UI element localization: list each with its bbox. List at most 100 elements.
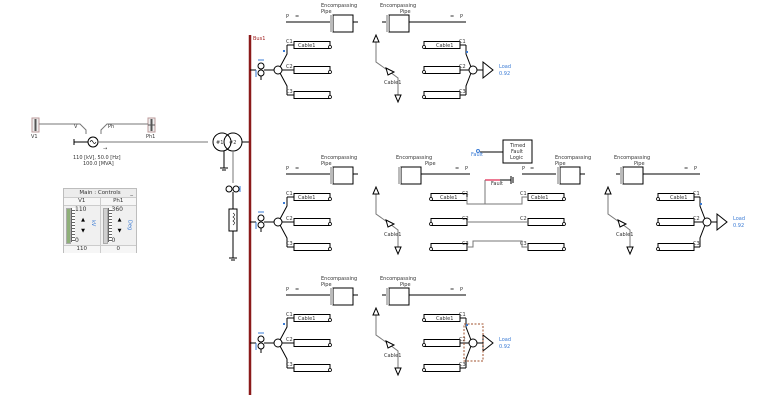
encompassing-pipe[interactable] xyxy=(556,166,581,185)
conductor-label: C2 xyxy=(693,216,700,222)
feeder-row-2: C1C2C3Cable1P=EncompassingPipeCable1Enco… xyxy=(250,155,745,256)
input-v-label: V xyxy=(74,124,78,130)
meter-icon xyxy=(257,214,265,222)
source-mva: 100.0 [MVA] xyxy=(83,161,114,167)
meter-icon xyxy=(257,221,265,229)
conductor-label: C3 xyxy=(693,241,700,247)
slider-ph1-label: Ph1 xyxy=(146,134,155,140)
fault-signal-label: Fault xyxy=(471,152,483,158)
conductor-label: C3 xyxy=(286,362,293,368)
source-section: V1 Ph1 V Ph → 110 [kV], 50.0 [Hz] 100.0 … xyxy=(31,117,208,167)
pipe-label: Pipe xyxy=(425,161,436,167)
p-label: P xyxy=(460,14,463,20)
slider-ticks xyxy=(71,208,75,242)
slider-min: 0 xyxy=(111,237,116,244)
cable-conductor[interactable] xyxy=(293,66,332,74)
cable-conductor[interactable] xyxy=(656,243,695,251)
cable-label: Cable1 xyxy=(670,195,687,201)
conductor-label: C2 xyxy=(286,216,293,222)
encompassing-pipe[interactable] xyxy=(385,14,410,33)
encompassing-pipe[interactable] xyxy=(329,287,354,306)
p-label: P xyxy=(460,287,463,293)
encompassing-pipe[interactable] xyxy=(619,166,644,185)
conductor-label: C3 xyxy=(286,241,293,247)
input-ph-label: Ph xyxy=(108,124,114,130)
cable-conductor[interactable] xyxy=(293,91,332,99)
slider-max: 110 xyxy=(75,206,87,213)
conductor-label: C3 xyxy=(462,241,469,247)
encompassing-pipe[interactable] xyxy=(329,166,354,185)
pipe-label: Pipe xyxy=(321,9,332,15)
pipe-label: Pipe xyxy=(321,282,332,288)
conductor-label: C3 xyxy=(459,89,466,95)
decrement-button[interactable]: ▼ xyxy=(81,228,85,234)
p-label: P xyxy=(286,287,289,293)
slider-value[interactable]: 110 xyxy=(64,245,100,253)
load-icon[interactable] xyxy=(482,60,494,80)
slider-ticks xyxy=(107,208,112,242)
encompassing-label: Encompassing xyxy=(380,3,416,9)
eq-label: = xyxy=(450,287,454,293)
cable-symbol-label: Cable1 xyxy=(384,353,401,359)
load-label: Load xyxy=(733,216,745,222)
splitter-icon xyxy=(702,217,712,227)
cable-end-icon xyxy=(604,185,612,195)
feeder-row-1: C1C2C3Cable1P=EncompassingPipeCable1P=En… xyxy=(250,3,511,104)
cable-conductor[interactable] xyxy=(422,364,461,372)
slider-ph1[interactable] xyxy=(147,117,156,133)
eq-label: = xyxy=(455,166,459,172)
slider-value[interactable]: 0 xyxy=(100,245,136,253)
slider-v1[interactable] xyxy=(31,117,40,133)
load-value: 0.92 xyxy=(499,344,510,350)
cable-conductor[interactable] xyxy=(293,364,332,372)
meter-icon xyxy=(257,342,265,350)
load-icon[interactable] xyxy=(482,333,494,353)
cable-conductor[interactable] xyxy=(422,66,461,74)
p-label: P xyxy=(286,166,289,172)
decrement-button[interactable]: ▼ xyxy=(117,228,122,234)
encompassing-pipe[interactable] xyxy=(397,166,422,185)
cable-conductor[interactable] xyxy=(656,218,695,226)
encompassing-label: Encompassing xyxy=(555,155,591,161)
conductor-label: C1 xyxy=(520,191,527,197)
encompassing-label: Encompassing xyxy=(396,155,432,161)
cable-conductor[interactable] xyxy=(527,218,566,226)
splitter-icon xyxy=(468,338,478,348)
increment-button[interactable]: ▲ xyxy=(81,217,85,223)
conductor-label: C3 xyxy=(520,241,527,247)
encompassing-pipe[interactable] xyxy=(329,14,354,33)
encompassing-label: Encompassing xyxy=(380,276,416,282)
cable-label: Cable1 xyxy=(298,316,315,322)
cable-conductor[interactable] xyxy=(422,91,461,99)
cable-conductor[interactable] xyxy=(293,243,332,251)
slider-track[interactable] xyxy=(102,208,108,244)
minimize-button[interactable]: _ xyxy=(130,190,133,196)
cable-conductor[interactable] xyxy=(527,243,566,251)
encompassing-pipe[interactable] xyxy=(385,287,410,306)
encompassing-label: Encompassing xyxy=(321,155,357,161)
cable-label: Cable1 xyxy=(298,43,315,49)
conductor-label: C1 xyxy=(286,39,293,45)
conductor-label: C1 xyxy=(286,312,293,318)
cable-conductor[interactable] xyxy=(293,339,332,347)
slider-control-v1: V1 110 ▲ ▼ kV 0 110 xyxy=(64,198,101,253)
eq-label: = xyxy=(295,166,299,172)
slider-track[interactable] xyxy=(66,208,71,244)
eq-label: = xyxy=(450,14,454,20)
load-value: 0.92 xyxy=(499,71,510,77)
load-icon[interactable] xyxy=(716,212,728,232)
cable-end-icon xyxy=(372,185,380,195)
pipe-label: Pipe xyxy=(400,9,411,15)
controls-panel-header[interactable]: Main : Controls _ xyxy=(64,189,136,198)
cable-conductor[interactable] xyxy=(293,218,332,226)
splitter-icon xyxy=(273,65,283,75)
increment-button[interactable]: ▲ xyxy=(117,217,122,223)
load-value: 0.92 xyxy=(733,223,744,229)
inductor-icon[interactable] xyxy=(228,208,238,232)
encompassing-label: Encompassing xyxy=(321,276,357,282)
cable-conductor[interactable] xyxy=(422,339,461,347)
conductor-label: C1 xyxy=(286,191,293,197)
transformer[interactable]: #1 #2 xyxy=(212,132,250,183)
eq-label: = xyxy=(530,166,534,172)
